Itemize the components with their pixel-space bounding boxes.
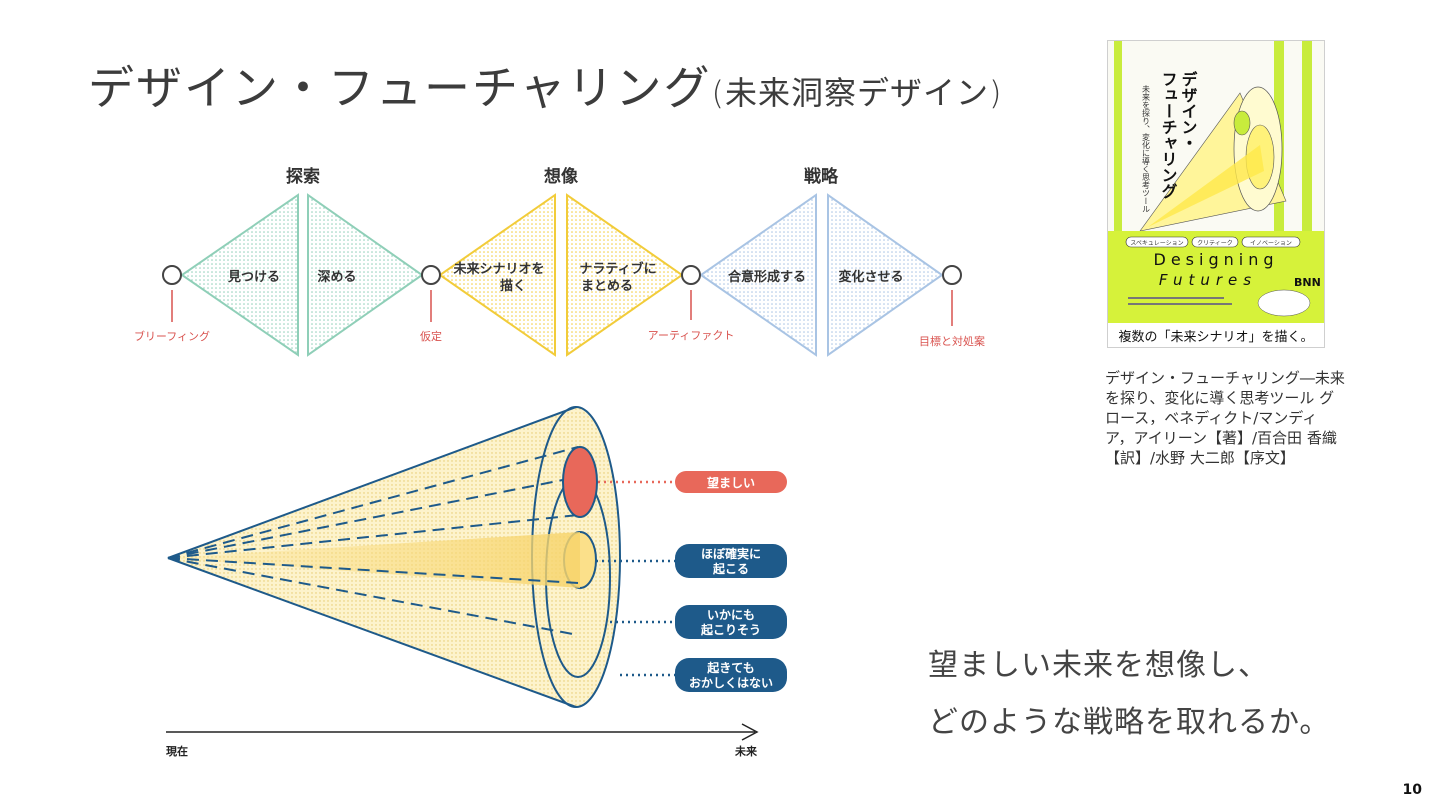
- label-probable-1: ほぼ確実に: [701, 546, 761, 561]
- phase-imagine: 想像: [544, 166, 579, 187]
- axis-present: 現在: [166, 744, 188, 758]
- milestone-artifact: アーティファクト: [648, 329, 735, 342]
- label-scenario-1: 未来シナリオを: [452, 261, 544, 277]
- label-change: 変化させる: [838, 269, 903, 285]
- label-desirable: 望ましい: [707, 475, 755, 490]
- message-line-2: どのような戦略を取れるか。: [928, 697, 1330, 741]
- label-consensus: 合意形成する: [728, 269, 806, 285]
- milestone-briefing: ブリーフィング: [134, 329, 210, 343]
- futures-cone-diagram: 望ましい ほぼ確実に 起こる いかにも 起こりそう 起きても おかしくはない 現…: [150, 395, 800, 775]
- cover-tag-2: クリティーク: [1197, 240, 1233, 247]
- label-deepen: 深める: [317, 269, 356, 285]
- book-caption: デザイン・フューチャリング―未来を探り、変化に導く思考ツール グロース，ベネディ…: [1105, 368, 1345, 468]
- milestone-node: [422, 266, 440, 284]
- axis-future: 未来: [734, 744, 758, 758]
- milestone-node: [163, 266, 181, 284]
- cover-subtitle: 未来を探り、変化に導く思考ツール: [1142, 84, 1151, 213]
- milestone-node: [682, 266, 700, 284]
- milestone-node: [943, 266, 961, 284]
- label-narrative-1: ナラティブに: [579, 261, 656, 277]
- message-line-1: 望ましい未来を想像し、: [928, 640, 1269, 684]
- label-plausible-1: いかにも: [707, 608, 755, 622]
- label-narrative-2: まとめる: [581, 279, 633, 294]
- book-cover: デザイン・ フューチャリング 未来を探り、変化に導く思考ツール スペキュレーショ…: [1107, 40, 1325, 348]
- process-diagram: 探索 想像 戦略 見つける 深める 未来シナリオを 描く ナラティブに まとめる…: [130, 150, 1010, 370]
- cover-title-1: デザイン・: [1179, 70, 1198, 151]
- label-plausible-2: 起こりそう: [700, 622, 761, 637]
- phase-strategy: 戦略: [804, 166, 839, 187]
- label-scenario-2: 描く: [500, 278, 526, 294]
- slide-title: デザイン・フューチャリング(未来洞察デザイン): [88, 52, 1003, 118]
- label-probable-2: 起こる: [712, 561, 749, 576]
- cover-en-2: Futures: [1159, 271, 1257, 289]
- page-number: 10: [1403, 782, 1422, 798]
- label-possible-1: 起きても: [706, 660, 754, 675]
- phase-explore: 探索: [286, 166, 320, 187]
- cover-tagline: 複数の「未来シナリオ」を描く。: [1118, 329, 1313, 345]
- cover-title-2: フューチャリング: [1159, 71, 1178, 199]
- desirable-future: [563, 447, 597, 517]
- milestone-assumption: 仮定: [420, 329, 442, 343]
- cover-tag-1: スペキュレーション: [1130, 240, 1183, 247]
- cover-tag-3: イノベーション: [1250, 240, 1292, 247]
- cover-en-1: Designing: [1154, 250, 1279, 269]
- label-find: 見つける: [227, 270, 280, 285]
- cover-publisher: BNN: [1294, 276, 1321, 289]
- book-cover-art: デザイン・ フューチャリング 未来を探り、変化に導く思考ツール スペキュレーショ…: [1108, 41, 1324, 347]
- milestone-goals: 目標と対処案: [919, 334, 985, 348]
- title-sub: (未来洞察デザイン): [712, 74, 1003, 112]
- label-possible-2: おかしくはない: [689, 676, 773, 690]
- title-main: デザイン・フューチャリング: [88, 61, 712, 115]
